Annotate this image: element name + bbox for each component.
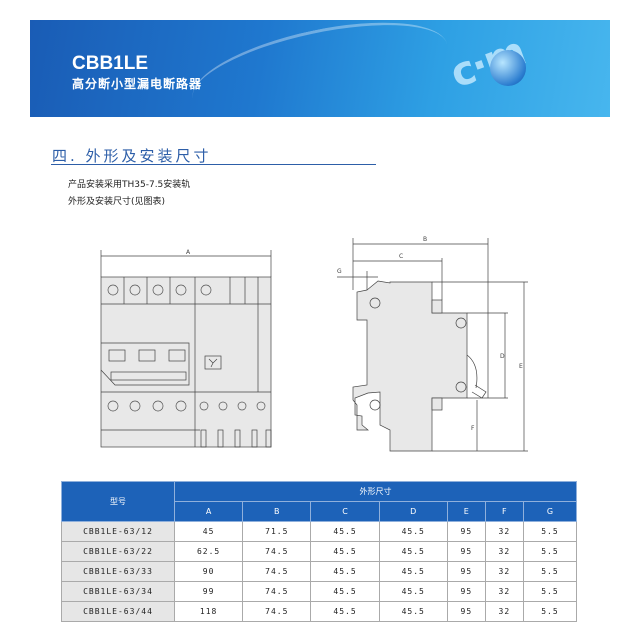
model-cell: CBB1LE-63/34 bbox=[61, 581, 175, 602]
dimension-cell: 45.5 bbox=[310, 541, 380, 562]
model-cell: CBB1LE-63/22 bbox=[61, 541, 175, 562]
column-header: E bbox=[446, 501, 486, 522]
section-title: 四. 外形及安装尺寸 bbox=[52, 147, 212, 165]
product-subtitle: 高分断小型漏电断路器 bbox=[72, 77, 203, 91]
dimension-cell: 95 bbox=[446, 521, 486, 542]
label-g: G bbox=[337, 268, 342, 275]
globe-icon bbox=[490, 50, 526, 86]
dimension-cell: 99 bbox=[173, 581, 244, 602]
dimension-cell: 95 bbox=[446, 541, 486, 562]
dimension-cell: 5.5 bbox=[522, 561, 578, 582]
dimension-cell: 45.5 bbox=[378, 541, 448, 562]
dimension-cell: 45.5 bbox=[310, 561, 380, 582]
dimensions-header: 外形尺寸 bbox=[174, 481, 577, 502]
column-header: B bbox=[242, 501, 312, 522]
dimension-cell: 5.5 bbox=[522, 521, 578, 542]
column-header: F bbox=[484, 501, 524, 522]
dimension-cell: 5.5 bbox=[522, 601, 578, 622]
label-e: E bbox=[519, 363, 523, 370]
side-view-drawing: B C G D E F bbox=[337, 236, 528, 452]
label-f: F bbox=[471, 425, 475, 432]
column-header: C bbox=[310, 501, 380, 522]
dimension-cell: 32 bbox=[484, 601, 524, 622]
dimension-cell: 45.5 bbox=[378, 581, 448, 602]
dimension-cell: 32 bbox=[484, 541, 524, 562]
dimension-cell: 62.5 bbox=[173, 541, 244, 562]
dimension-cell: 95 bbox=[446, 601, 486, 622]
dimension-cell: 45.5 bbox=[378, 561, 448, 582]
dimension-note: 外形及安装尺寸(见图表) bbox=[68, 197, 166, 207]
column-header: G bbox=[522, 501, 578, 522]
dimension-cell: 118 bbox=[173, 601, 244, 622]
dimension-cell: 32 bbox=[484, 581, 524, 602]
dimension-cell: 90 bbox=[173, 561, 244, 582]
dimension-cell: 5.5 bbox=[522, 541, 578, 562]
front-view-drawing: A bbox=[100, 249, 272, 448]
label-d: D bbox=[500, 353, 505, 360]
dimension-cell: 74.5 bbox=[242, 581, 312, 602]
install-note: 产品安装采用TH35-7.5安装轨 bbox=[68, 180, 191, 190]
model-header: 型号 bbox=[61, 481, 175, 522]
label-b: B bbox=[423, 236, 427, 243]
dimension-cell: 45.5 bbox=[378, 521, 448, 542]
column-header: D bbox=[378, 501, 448, 522]
dimension-cell: 95 bbox=[446, 581, 486, 602]
dimension-cell: 71.5 bbox=[242, 521, 312, 542]
dimension-cell: 45 bbox=[173, 521, 244, 542]
label-c: C bbox=[399, 253, 403, 260]
dimension-cell: 74.5 bbox=[242, 601, 312, 622]
model-cell: CBB1LE-63/33 bbox=[61, 561, 175, 582]
dimension-cell: 5.5 bbox=[522, 581, 578, 602]
model-cell: CBB1LE-63/12 bbox=[61, 521, 175, 542]
label-a: A bbox=[186, 249, 191, 256]
column-header: A bbox=[173, 501, 244, 522]
dimension-cell: 74.5 bbox=[242, 541, 312, 562]
product-title: CBB1LE bbox=[72, 53, 149, 74]
dimension-cell: 45.5 bbox=[310, 601, 380, 622]
dimension-cell: 74.5 bbox=[242, 561, 312, 582]
dimension-cell: 45.5 bbox=[310, 521, 380, 542]
dimension-cell: 32 bbox=[484, 521, 524, 542]
section-divider bbox=[51, 164, 376, 165]
dimension-cell: 32 bbox=[484, 561, 524, 582]
header-banner: c·m CBB1LE 高分断小型漏电断路器 bbox=[30, 20, 610, 117]
dimension-cell: 95 bbox=[446, 561, 486, 582]
dimension-cell: 45.5 bbox=[378, 601, 448, 622]
model-cell: CBB1LE-63/44 bbox=[61, 601, 175, 622]
dimension-cell: 45.5 bbox=[310, 581, 380, 602]
